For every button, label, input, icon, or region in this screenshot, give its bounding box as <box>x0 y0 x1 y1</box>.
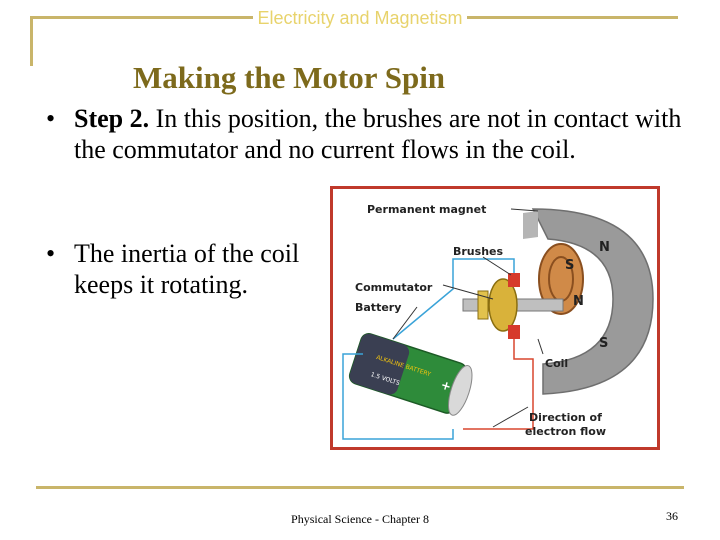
bullet-text: The inertia of the coil keeps it rotatin… <box>74 239 300 299</box>
pole-n-top: N <box>599 240 610 255</box>
label-battery: Battery <box>355 301 401 314</box>
header-title-text: Electricity and Magnetism <box>253 8 467 28</box>
wire-blue <box>342 353 454 440</box>
bullet-dot: • <box>46 104 56 133</box>
slide-title: Making the Motor Spin <box>133 60 446 95</box>
footer-rule <box>36 486 684 489</box>
label-permanent-magnet: Permanent magnet <box>367 203 486 216</box>
leader-direction <box>492 406 529 428</box>
bullet-text: Step 2. In this position, the brushes ar… <box>46 103 686 165</box>
pole-n-mid: N <box>573 294 584 309</box>
leader-magnet <box>510 208 539 212</box>
wire-blue-2 <box>392 258 515 340</box>
brush-bottom <box>508 325 520 339</box>
wire-red <box>463 339 534 430</box>
bullet-step-2: • Step 2. In this position, the brushes … <box>46 103 686 165</box>
battery-shape: ALKALINE BATTERY 1.5 VOLTS + <box>348 333 473 416</box>
label-brushes: Brushes <box>453 245 503 258</box>
coil-shape <box>538 243 584 315</box>
page-number: 36 <box>666 509 678 523</box>
battery-plus-text: + <box>439 378 453 394</box>
bullet-lead: Step 2. <box>74 104 150 133</box>
leader-commutator <box>442 284 494 300</box>
permanent-magnet-shape <box>531 208 654 395</box>
bullet-inertia: • The inertia of the coil keeps it rotat… <box>46 238 306 300</box>
pole-s-top: S <box>565 258 574 273</box>
header-side-rule <box>30 16 33 66</box>
bullet-dot: • <box>46 239 56 268</box>
header-title: Electricity and Magnetism <box>0 7 720 29</box>
motor-diagram-svg: ALKALINE BATTERY 1.5 VOLTS + Permanent m… <box>342 203 654 440</box>
brush-top <box>508 273 520 287</box>
commutator-ring <box>477 290 489 320</box>
bullet-body: In this position, the brushes are not in… <box>74 104 682 164</box>
label-coil: Coil <box>545 357 568 370</box>
pole-s-bottom: S <box>599 336 608 351</box>
leader-brushes <box>482 256 512 276</box>
commutator-shape <box>488 278 518 332</box>
label-direction-2: electron flow <box>525 425 606 438</box>
footer-text: Physical Science - Chapter 8 <box>291 512 429 526</box>
motor-diagram: ALKALINE BATTERY 1.5 VOLTS + Permanent m… <box>330 186 660 450</box>
label-direction-1: Direction of <box>529 411 602 424</box>
leader-coil <box>537 338 544 355</box>
magnet-pole-top <box>523 211 538 239</box>
label-commutator: Commutator <box>355 281 433 294</box>
leader-battery <box>392 306 418 340</box>
